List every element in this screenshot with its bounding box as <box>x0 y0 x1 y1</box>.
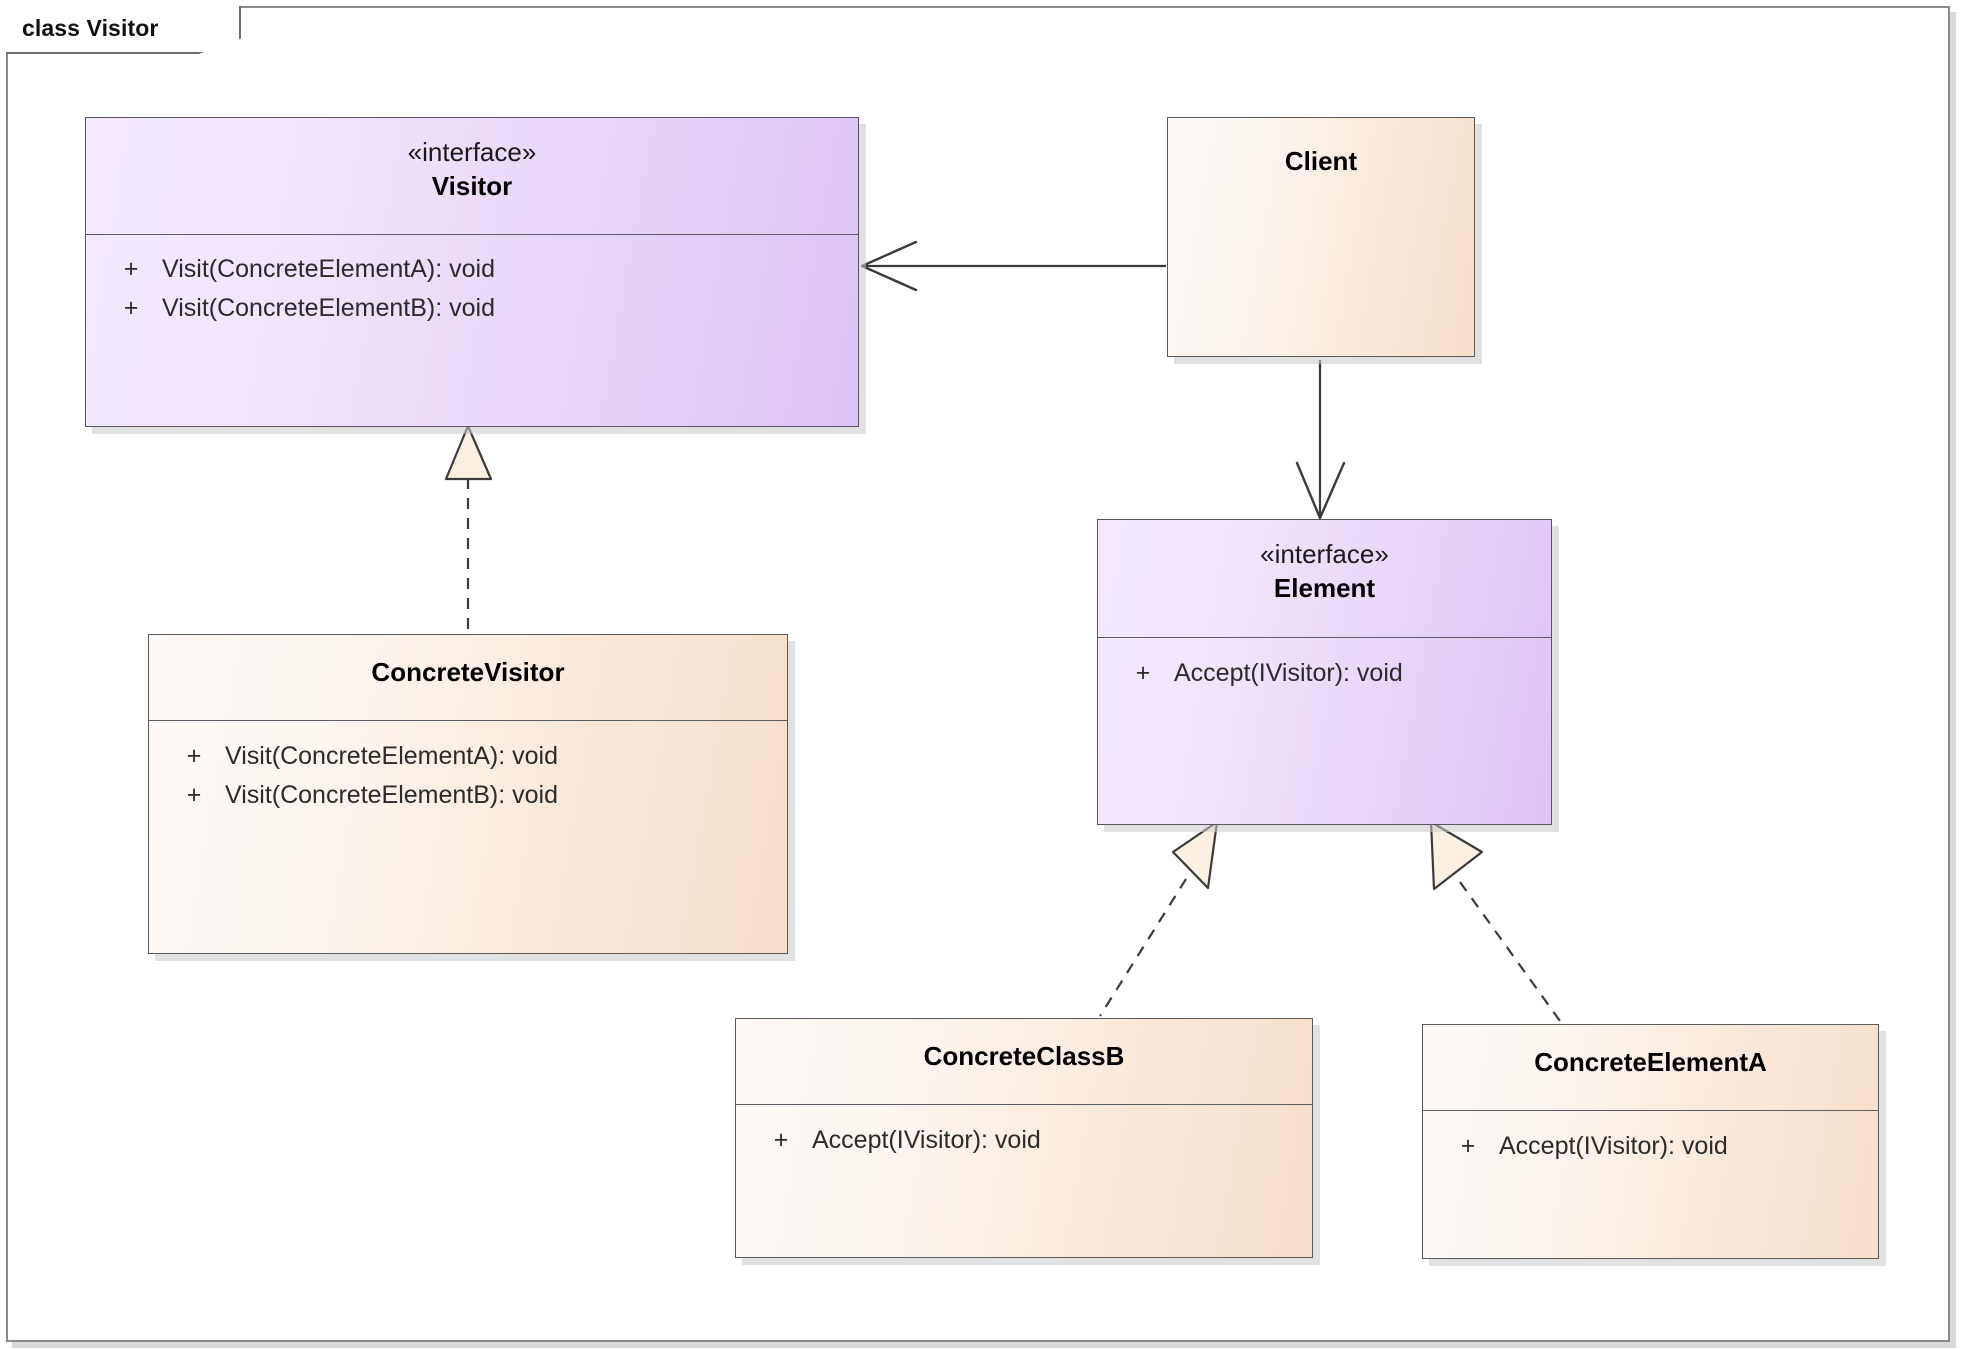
element-header: «interface» Element <box>1098 520 1551 606</box>
concrete-class-b-members: + Accept(IVisitor): void <box>736 1121 1312 1160</box>
concrete-visitor-name: ConcreteVisitor <box>371 657 565 687</box>
client-header: Client <box>1168 118 1474 179</box>
member-row: + Visit(ConcreteElementB): void <box>100 289 858 328</box>
concrete-element-a-divider <box>1423 1110 1878 1111</box>
member-visibility: + <box>123 294 139 322</box>
concrete-visitor-divider <box>149 720 787 721</box>
class-box-concrete-visitor[interactable]: ConcreteVisitor + Visit(ConcreteElementA… <box>148 634 788 954</box>
concrete-class-b-header: ConcreteClassB <box>736 1019 1312 1074</box>
element-name: Element <box>1273 572 1376 603</box>
member-row: + Visit(ConcreteElementA): void <box>100 250 858 289</box>
concrete-class-b-name: ConcreteClassB <box>923 1041 1125 1071</box>
concrete-element-a-members: + Accept(IVisitor): void <box>1423 1127 1878 1166</box>
element-divider <box>1098 637 1551 638</box>
frame-tab-shape <box>6 6 241 54</box>
class-box-concrete-element-a[interactable]: ConcreteElementA + Accept(IVisitor): voi… <box>1422 1024 1879 1259</box>
member-signature: Visit(ConcreteElementA): void <box>162 255 496 283</box>
frame-label: class Visitor <box>22 15 159 41</box>
member-signature: Visit(ConcreteElementB): void <box>225 781 559 809</box>
member-visibility: + <box>186 742 202 770</box>
concrete-element-a-name: ConcreteElementA <box>1534 1047 1767 1077</box>
concrete-class-b-divider <box>736 1104 1312 1105</box>
visitor-stereotype: «interface» <box>407 137 537 167</box>
member-signature: Accept(IVisitor): void <box>1499 1132 1728 1160</box>
member-visibility: + <box>1460 1132 1476 1160</box>
concrete-element-a-header: ConcreteElementA <box>1423 1025 1878 1080</box>
member-row: + Accept(IVisitor): void <box>1112 654 1551 693</box>
class-box-concrete-class-b[interactable]: ConcreteClassB + Accept(IVisitor): void <box>735 1018 1313 1258</box>
client-name: Client <box>1284 146 1358 176</box>
member-signature: Accept(IVisitor): void <box>812 1126 1041 1154</box>
member-visibility: + <box>186 781 202 809</box>
class-box-client[interactable]: Client <box>1167 117 1475 357</box>
class-box-element[interactable]: «interface» Element + Accept(IVisitor): … <box>1097 519 1552 825</box>
visitor-header: «interface» Visitor <box>86 118 858 204</box>
member-signature: Visit(ConcreteElementA): void <box>225 742 559 770</box>
member-row: + Visit(ConcreteElementA): void <box>163 737 787 776</box>
member-visibility: + <box>123 255 139 283</box>
member-row: + Accept(IVisitor): void <box>750 1121 1312 1160</box>
member-signature: Visit(ConcreteElementB): void <box>162 294 496 322</box>
member-row: + Visit(ConcreteElementB): void <box>163 776 787 815</box>
concrete-visitor-header: ConcreteVisitor <box>149 635 787 690</box>
member-visibility: + <box>1135 659 1151 687</box>
member-row: + Accept(IVisitor): void <box>1437 1127 1878 1166</box>
element-members: + Accept(IVisitor): void <box>1098 654 1551 693</box>
concrete-visitor-members: + Visit(ConcreteElementA): void + Visit(… <box>149 737 787 815</box>
member-visibility: + <box>773 1126 789 1154</box>
frame-name-tab: class Visitor <box>6 6 241 54</box>
class-box-visitor[interactable]: «interface» Visitor + Visit(ConcreteElem… <box>85 117 859 427</box>
visitor-members: + Visit(ConcreteElementA): void + Visit(… <box>86 250 858 328</box>
visitor-divider <box>86 234 858 235</box>
member-signature: Accept(IVisitor): void <box>1174 659 1403 687</box>
element-stereotype: «interface» <box>1260 539 1389 569</box>
visitor-name: Visitor <box>431 170 513 201</box>
